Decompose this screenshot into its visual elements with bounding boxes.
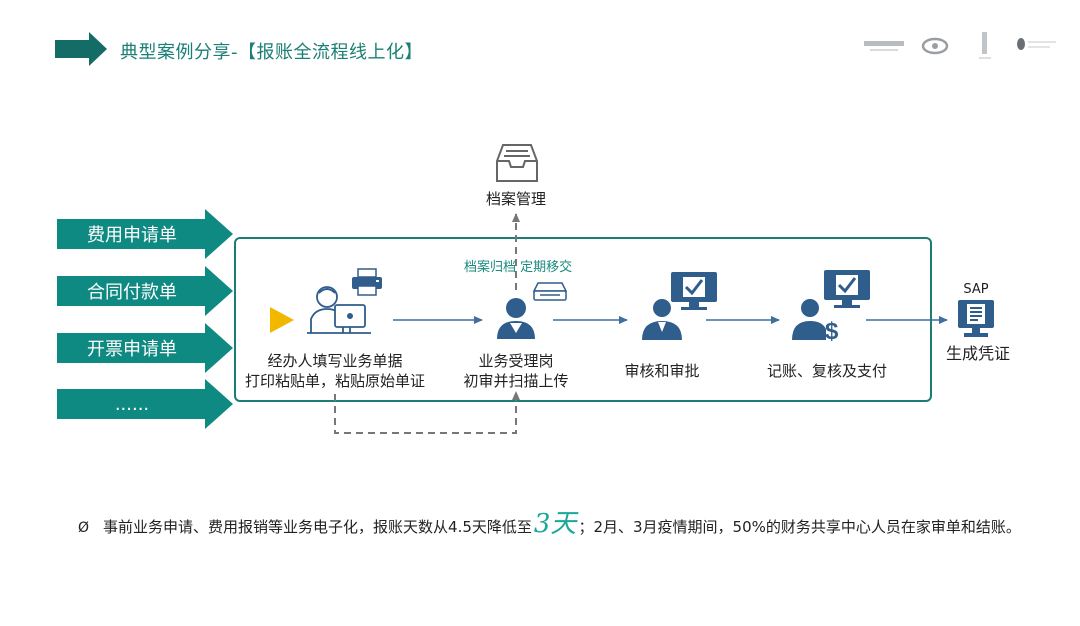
step-1-label: 经办人填写业务单据 打印粘贴单，粘贴原始单证	[235, 351, 435, 391]
haval-logo	[864, 41, 904, 51]
step-1-line2: 打印粘贴单，粘贴原始单证	[244, 372, 425, 390]
wey-logo	[979, 32, 991, 59]
step-2-label: 业务受理岗 初审并扫描上传	[446, 351, 586, 391]
input-arrow-contract-payment: 合同付款单	[57, 266, 233, 316]
ora-logo	[1017, 38, 1056, 50]
archive-cabinet-icon	[496, 144, 538, 182]
svg-text:$: $	[825, 318, 839, 341]
footer-highlight: 3天	[533, 509, 577, 539]
input-arrow-invoice-request: 开票申请单	[57, 323, 233, 373]
input-arrow-expense-request: 费用申请单	[57, 209, 233, 259]
accounting-monitor-icon	[824, 270, 870, 308]
clerk-at-computer-icon	[307, 286, 371, 334]
input-arrow-more: ......	[57, 379, 233, 429]
input-label: 费用申请单	[87, 225, 177, 246]
step-1-line1: 经办人填写业务单据	[267, 352, 403, 370]
play-triangle-icon	[270, 307, 294, 333]
archive-management-label: 档案管理	[485, 190, 546, 208]
archive-transfer-label: 档案归档 定期移交	[464, 260, 573, 275]
step-4-label: 记账、复核及支付	[766, 362, 887, 380]
sap-system-label: SAP	[963, 282, 989, 297]
reviewer-person-icon	[642, 299, 682, 340]
input-label: 合同付款单	[87, 282, 177, 303]
generate-voucher-label: 生成凭证	[945, 344, 1010, 363]
printer-icon	[352, 268, 382, 296]
page-title: 典型案例分享-【报账全流程线上化】	[120, 42, 423, 63]
footer-bullet: Ø	[78, 520, 90, 536]
scanner-icon	[532, 282, 568, 301]
footer-text-before: 事前业务申请、费用报销等业务电子化，报账天数从4.5天降低至	[103, 518, 532, 536]
input-label: ......	[114, 393, 150, 415]
input-label: 开票申请单	[87, 339, 177, 360]
accountant-dollar-icon: $	[792, 299, 839, 341]
footer-note: Ø 事前业务申请、费用报销等业务电子化，报账天数从4.5天降低至 3天 ；2月、…	[78, 503, 1021, 540]
sap-terminal-icon	[958, 300, 994, 337]
receptionist-person-icon	[497, 298, 535, 339]
step-3-label: 审核和审批	[624, 362, 700, 380]
feedback-dashed-loop	[334, 391, 520, 434]
approval-monitor-icon	[671, 272, 717, 310]
step-2-line2: 初审并扫描上传	[463, 372, 569, 390]
step-2-line1: 业务受理岗	[478, 352, 554, 370]
great-wall-logo	[921, 37, 949, 55]
title-arrow-icon	[55, 32, 107, 66]
partner-logos	[862, 30, 1062, 60]
footer-text-after: ；2月、3月疫情期间，50%的财务共享中心人员在家审单和结账。	[578, 518, 1021, 536]
